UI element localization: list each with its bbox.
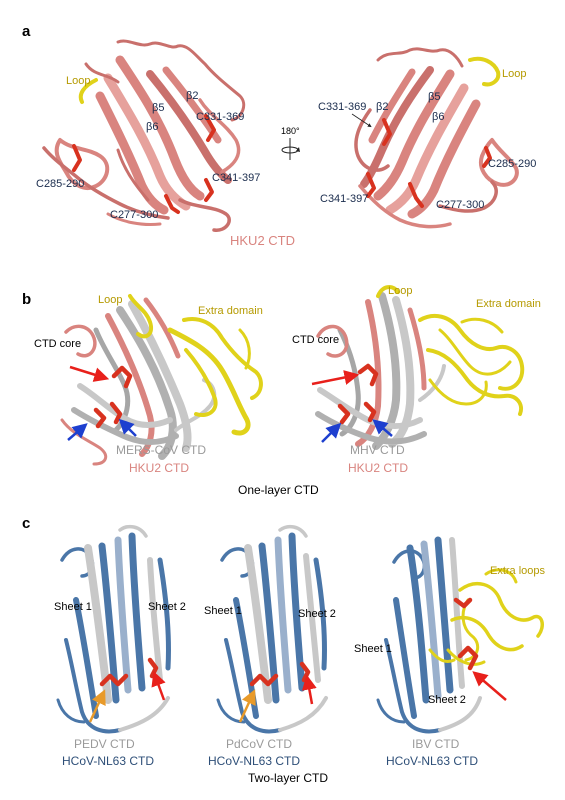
panel-c: c Sheet 1 Sheet 2 PEDV CTD HCoV-NL63 CTD — [22, 515, 546, 785]
label-c285-left: C285-290 — [36, 178, 84, 190]
b-right-blue-arrow-2 — [372, 419, 393, 437]
panel-a-caption: HKU2 CTD — [230, 233, 295, 248]
ibv-nl63-structure — [376, 536, 544, 734]
label-b6-right: β6 — [432, 111, 444, 123]
label-c331-left: C331-369 — [196, 111, 244, 123]
c-left-ref: HCoV-NL63 CTD — [62, 754, 154, 768]
label-c341-left: C341-397 — [212, 172, 260, 184]
hku2-structure-left — [42, 39, 246, 232]
c-middle-red-arrow — [301, 674, 317, 705]
panel-a: a — [22, 23, 536, 248]
b-left-loop: Loop — [98, 294, 122, 306]
panel-c-caption: Two-layer CTD — [248, 771, 328, 785]
c-left-orange-arrow — [88, 689, 106, 723]
c-left-sheet1: Sheet 1 — [54, 601, 92, 613]
label-loop-left: Loop — [66, 75, 90, 87]
b-left-extra: Extra domain — [198, 305, 263, 317]
c-middle-ref: HCoV-NL63 CTD — [208, 754, 300, 768]
b-right-core: CTD core — [292, 334, 339, 346]
loop-left — [78, 78, 98, 104]
label-b2-right: β2 — [376, 101, 388, 113]
panel-b-letter: b — [22, 291, 31, 308]
mers-hku2-structure — [60, 294, 263, 466]
label-b5-left: β5 — [152, 102, 164, 114]
b-right-name: MHV CTD — [350, 443, 405, 457]
rotation-label: 180° — [281, 126, 300, 136]
b-left-core: CTD core — [34, 338, 81, 350]
c-left-red-arrow — [151, 670, 166, 701]
c-right-name: IBV CTD — [412, 737, 460, 751]
b-right-extra: Extra domain — [476, 298, 541, 310]
c-middle-orange-arrow — [238, 689, 256, 723]
c-left-sheet2: Sheet 2 — [148, 601, 186, 613]
panel-b-caption: One-layer CTD — [238, 483, 319, 497]
label-b5-right: β5 — [428, 91, 440, 103]
b-left-blue-arrow-2 — [118, 418, 137, 437]
hku2-structure-right — [354, 47, 519, 229]
label-c331-right: C331-369 — [318, 101, 366, 113]
label-b2-left: β2 — [186, 90, 198, 102]
c-middle-sheet1: Sheet 1 — [204, 605, 242, 617]
c-right-sheet2: Sheet 2 — [428, 694, 466, 706]
b-left-ref: HKU2 CTD — [129, 461, 189, 475]
c-right-ref: HCoV-NL63 CTD — [386, 754, 478, 768]
panel-c-letter: c — [22, 515, 30, 532]
label-loop-right: Loop — [502, 68, 526, 80]
c-right-extra: Extra loops — [490, 565, 546, 577]
b-left-red-arrow — [69, 365, 110, 382]
label-b6-left: β6 — [146, 121, 158, 133]
loop-right — [468, 56, 501, 87]
label-c277-left: C277-300 — [110, 209, 158, 221]
c-right-red-arrow — [472, 671, 507, 701]
label-c341-right: C341-397 — [320, 193, 368, 205]
label-c277-right: C277-300 — [436, 199, 484, 211]
b-left-name: MERS-CoV CTD — [116, 443, 206, 457]
c-middle-name: PdCoV CTD — [226, 737, 292, 751]
c-right-sheet1: Sheet 1 — [354, 643, 392, 655]
pedv-nl63-structure — [56, 524, 172, 734]
c-middle-sheet2: Sheet 2 — [298, 608, 336, 620]
panel-a-letter: a — [22, 23, 31, 40]
b-right-red-arrow — [311, 370, 360, 386]
b-right-loop: Loop — [388, 285, 412, 297]
pdcov-nl63-structure — [216, 524, 328, 734]
c-left-name: PEDV CTD — [74, 737, 135, 751]
b-right-ref: HKU2 CTD — [348, 461, 408, 475]
panel-b: b Loop Extra domain CTD core — [22, 285, 541, 497]
mhv-hku2-structure — [315, 285, 525, 450]
b-right-blue-arrow-1 — [321, 422, 342, 443]
rotation-icon — [281, 138, 300, 160]
label-c285-right: C285-290 — [488, 158, 536, 170]
b-left-blue-arrow-1 — [67, 423, 88, 441]
